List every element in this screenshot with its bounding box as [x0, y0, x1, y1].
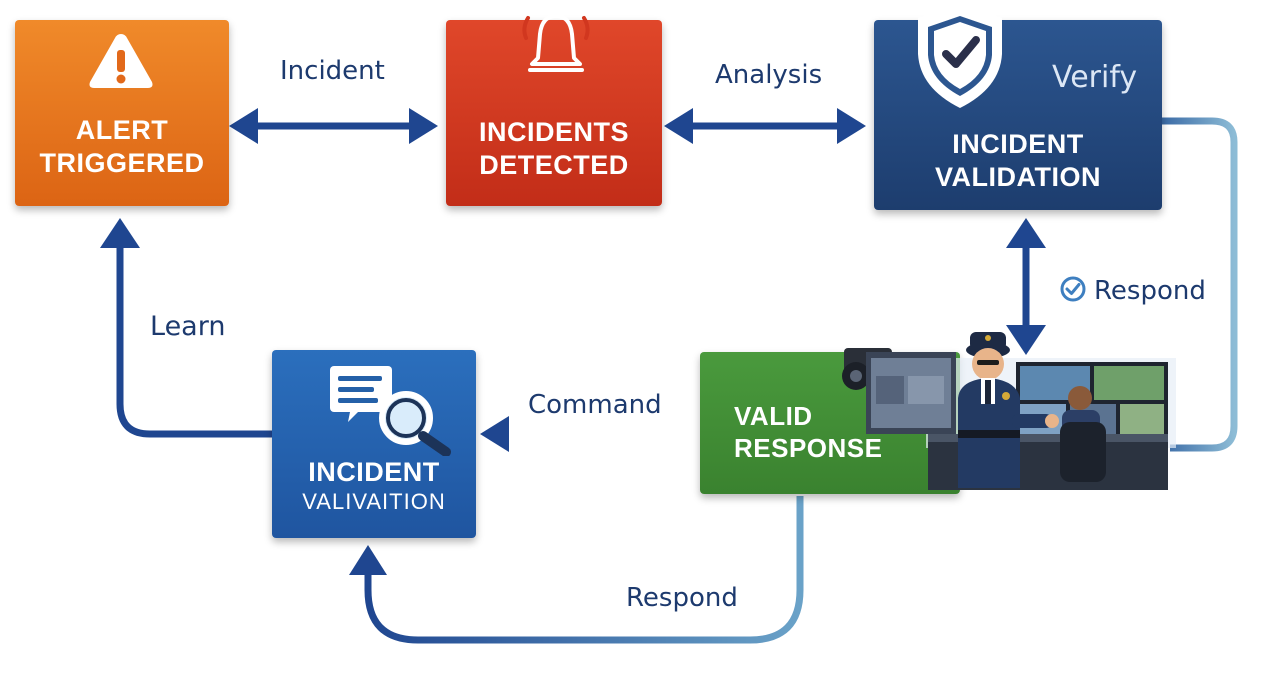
security-officer-figure	[958, 332, 1059, 488]
node-detected-line2: DETECTED	[479, 150, 629, 181]
edge-label-respond-right: Respond	[1094, 276, 1206, 306]
check-circle-icon	[1060, 276, 1086, 302]
arrow-loop-respond	[349, 496, 804, 644]
node-validation-verify-label: Verify	[1052, 60, 1138, 95]
node-validation-line2: VALIDATION	[935, 162, 1101, 193]
node-response-line1: VALID	[734, 401, 813, 432]
arrow-detected-validation	[664, 108, 866, 144]
node-incident-validation[interactable]: INCIDENT VALIDATION	[874, 20, 1162, 210]
edge-label-analysis: Analysis	[715, 60, 823, 90]
node-investigation-line2: VALIVAITION	[302, 489, 446, 515]
alarm-bell-icon	[522, 14, 590, 72]
node-investigation-line1: INCIDENT	[308, 457, 440, 488]
edge-label-respond-bottom: Respond	[626, 583, 738, 613]
arrow-alert-detected	[229, 108, 438, 144]
document-search-icon	[330, 366, 451, 456]
node-response-line2: RESPONSE	[734, 433, 883, 463]
node-incidents-detected[interactable]: INCIDENTS DETECTED	[446, 20, 662, 206]
arrow-command	[480, 416, 700, 452]
node-alert-line1: ALERT	[75, 115, 169, 146]
edge-label-learn: Learn	[150, 311, 226, 342]
control-room-illustration	[842, 332, 1176, 490]
edge-label-command: Command	[528, 390, 662, 420]
node-alert-line2: TRIGGERED	[39, 148, 205, 179]
edge-label-incident: Incident	[280, 56, 385, 86]
node-validation-line1: INCIDENT	[952, 129, 1084, 160]
warning-icon	[89, 34, 153, 88]
shield-check-icon	[918, 4, 1002, 108]
arrow-validation-response	[1006, 218, 1046, 355]
arrow-loop-learn	[100, 218, 272, 438]
node-detected-line1: INCIDENTS	[478, 117, 629, 148]
